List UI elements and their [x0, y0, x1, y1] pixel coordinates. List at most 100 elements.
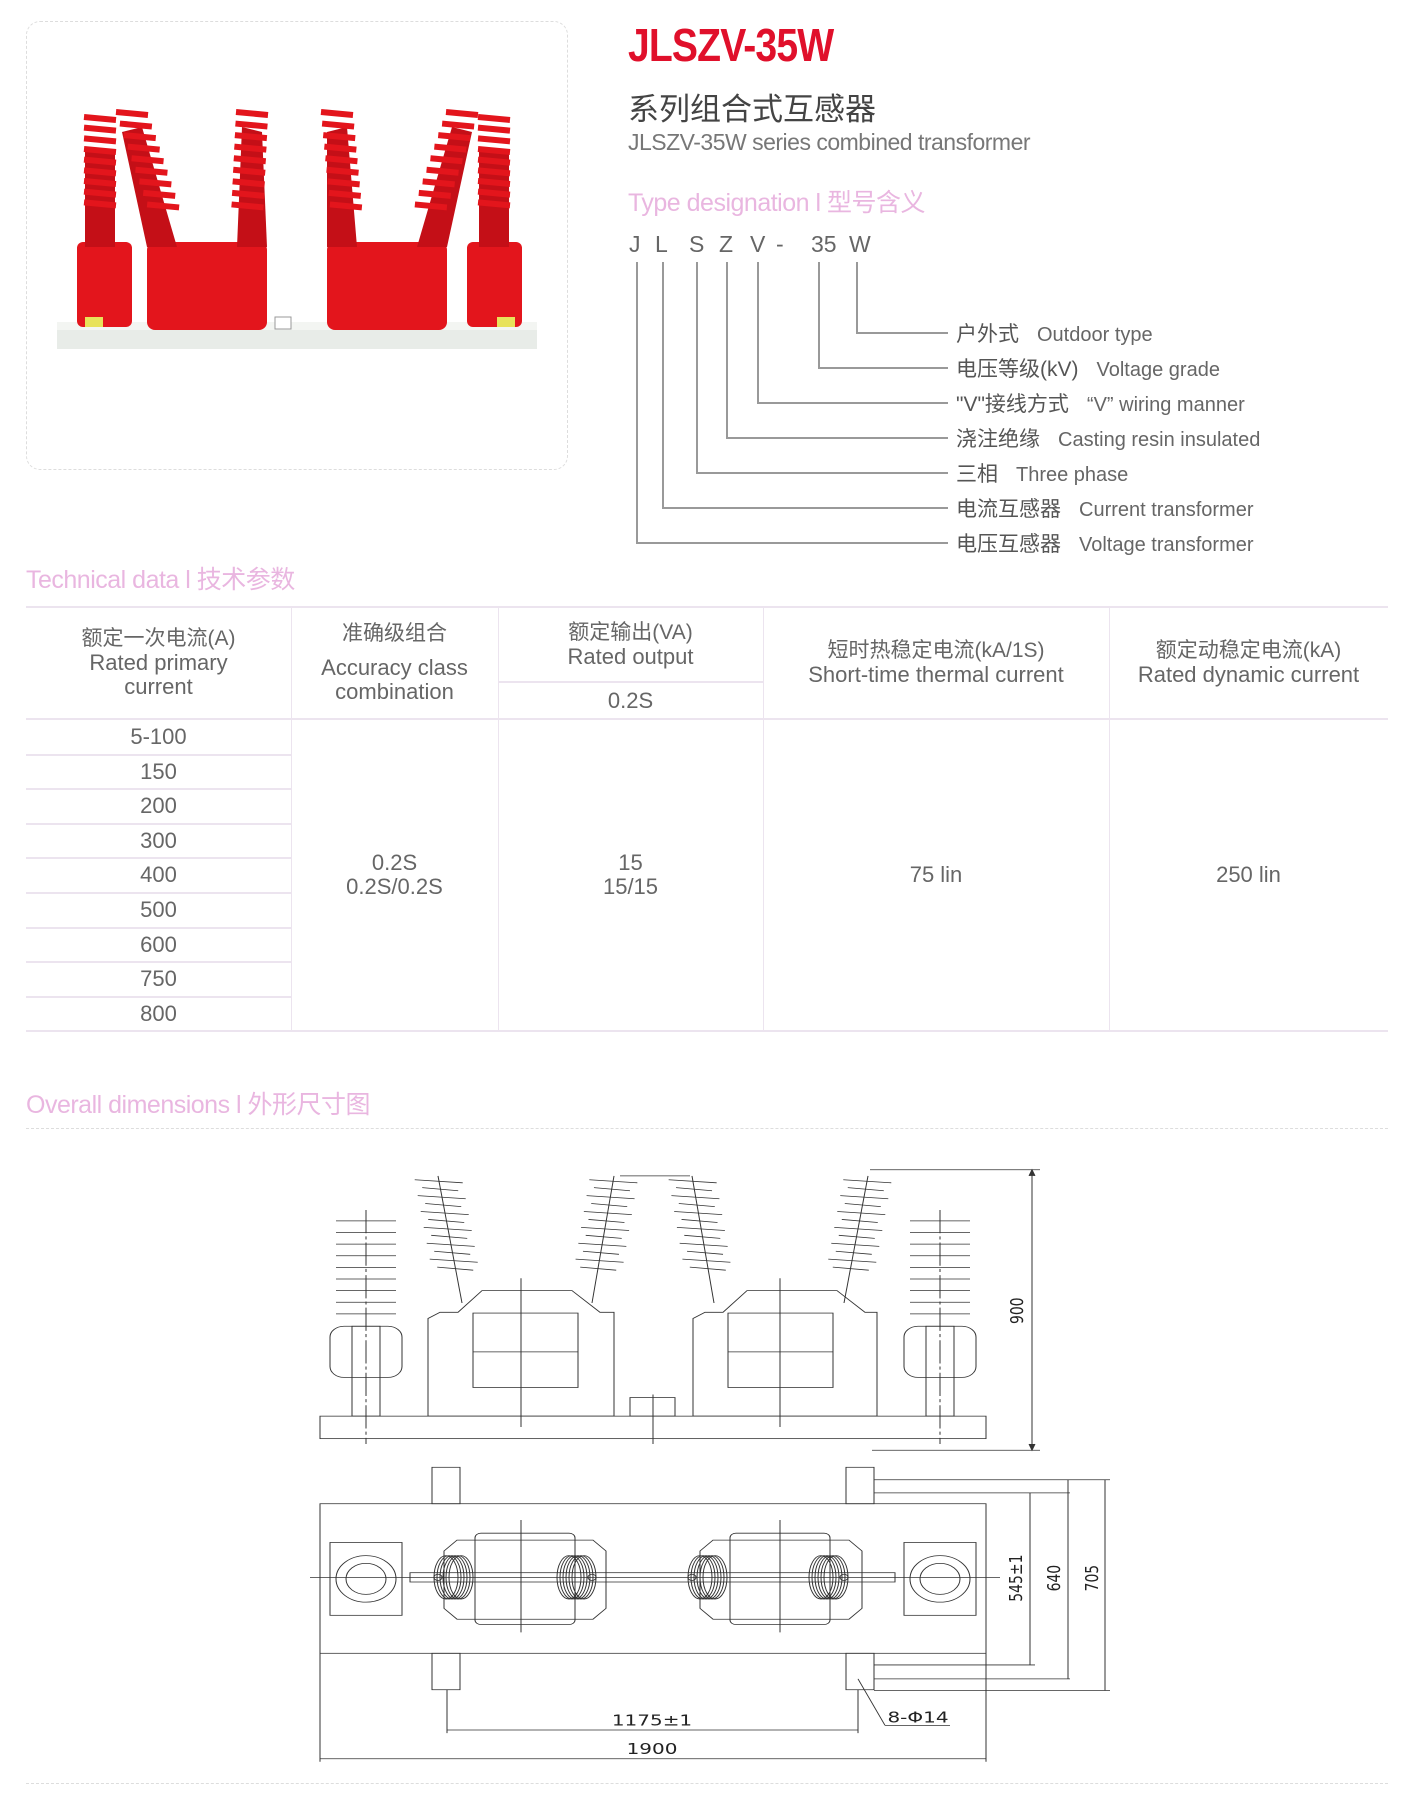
- designation-row: 电压等级(kV) Voltage grade: [956, 353, 1220, 383]
- designation-en: Three phase: [1016, 464, 1129, 486]
- insulator-shed: [676, 1226, 725, 1231]
- bushing-coil: [559, 1555, 585, 1600]
- insulator-shed: [83, 114, 117, 123]
- transformer-photo: [57, 109, 537, 349]
- insulator-shed: [841, 1219, 878, 1223]
- insulator-shed: [83, 146, 117, 155]
- insulator-shed: [83, 124, 117, 134]
- dynamic-cell: 250 lin: [1216, 862, 1281, 887]
- header-output-class: 0.2S: [607, 687, 654, 713]
- insulator-shed: [131, 155, 164, 165]
- insulator-shed: [423, 1226, 472, 1231]
- insulator-shed: [139, 178, 172, 188]
- designation-letter: V: [750, 231, 766, 257]
- insulator-shed: [840, 1195, 889, 1200]
- designation-en: “V” wiring manner: [1086, 394, 1245, 416]
- insulator-shed: [321, 120, 355, 130]
- product-subtitle-cn: 系列组合式互感器: [628, 92, 876, 127]
- output-cell: 15 15/15: [498, 720, 763, 1030]
- insulator-shed: [682, 1258, 731, 1263]
- insulator-shed: [832, 1266, 869, 1271]
- insulator-shed: [426, 1242, 475, 1247]
- bushing-coil: [556, 1555, 582, 1600]
- designation-letter: L: [655, 231, 668, 257]
- leader-line: [818, 262, 820, 367]
- insulator-shed: [674, 1211, 723, 1215]
- designation-en: Current transformer: [1079, 499, 1254, 521]
- insulator-shed: [119, 120, 153, 130]
- insulator-shed: [586, 1195, 635, 1200]
- insulator-shed: [326, 166, 359, 176]
- bushing-axis: [437, 1175, 463, 1304]
- primary-current-cell: 5-100: [130, 724, 187, 749]
- designation-letter: S: [689, 231, 705, 257]
- insulator-shed: [429, 1258, 478, 1263]
- leader-line: [818, 367, 948, 369]
- insulator-shed: [591, 1203, 628, 1208]
- insulator-shed: [135, 166, 168, 176]
- primary-current-cell: 750: [140, 966, 177, 992]
- thermal-cell: 75 lin: [909, 862, 963, 887]
- bushing-coil: [811, 1555, 837, 1600]
- insulator-shed: [325, 155, 358, 165]
- designation-en: Outdoor type: [1037, 324, 1153, 346]
- bushing-coil: [436, 1555, 462, 1600]
- accuracy-value: 0.2S: [371, 850, 418, 875]
- insulator-shed: [231, 201, 264, 211]
- insulator-shed: [437, 132, 471, 142]
- holes-label: 8-Φ14: [887, 1708, 948, 1726]
- insulator-shed: [414, 1179, 463, 1184]
- designation-letter: 35: [811, 231, 837, 257]
- height-dimension-label: 900: [1006, 1297, 1027, 1324]
- dim-545-label: 545±1: [1005, 1555, 1026, 1602]
- bushing-coil: [814, 1555, 840, 1600]
- insulator-shed: [843, 1179, 892, 1184]
- header-accuracy-class: 准确级组合 Accuracy class combination: [291, 608, 498, 718]
- leader-line: [726, 262, 728, 437]
- insulator-shed: [580, 1266, 617, 1271]
- insulator-shed: [835, 1250, 872, 1255]
- insulator-shed: [426, 166, 459, 176]
- insulator-shed: [477, 124, 511, 134]
- bushing-coil: [448, 1555, 474, 1600]
- insulator-shed: [477, 135, 511, 145]
- bushing-coil: [445, 1555, 471, 1600]
- primary-current-cell: 500: [140, 897, 177, 922]
- accuracy-value: 0.2S/0.2S: [346, 874, 443, 899]
- bushing-coil: [562, 1555, 588, 1600]
- insulator-shed: [689, 1266, 726, 1271]
- insulator-shed: [322, 132, 356, 142]
- insulator-shed: [425, 1203, 462, 1208]
- insulator-shed: [837, 1211, 886, 1215]
- designation-cn: 电压等级(kV): [956, 358, 1079, 381]
- leader-line: [636, 542, 948, 544]
- insulator-shed: [477, 114, 511, 123]
- insulator-shed: [686, 1250, 724, 1255]
- type-designation-heading: Type designation l 型号含义: [628, 189, 925, 217]
- header-cn: 短时热稳定电流(kA/1S): [827, 639, 1045, 662]
- leader-line: [856, 332, 948, 334]
- insulator-shed: [445, 109, 479, 118]
- bushing-coil: [820, 1555, 846, 1600]
- leader-line: [726, 437, 948, 439]
- header-en: Rated dynamic current: [1137, 662, 1360, 687]
- bushing-coil: [693, 1555, 719, 1600]
- designation-letter: W: [849, 231, 871, 257]
- designation-row: 三相 Three phase: [956, 458, 1128, 488]
- designation-en: Voltage grade: [1096, 359, 1220, 381]
- insulator-shed: [838, 1234, 875, 1239]
- insulator-shed: [593, 1187, 631, 1192]
- product-title: JLSZV-35W: [628, 19, 834, 71]
- insulator-shed: [828, 1258, 877, 1263]
- insulator-shed: [328, 189, 362, 199]
- insulator-shed: [83, 188, 117, 198]
- insulator-shed: [115, 109, 149, 118]
- bushing-axis: [591, 1175, 615, 1304]
- insulator-shed: [123, 132, 157, 142]
- insulator-shed: [681, 1219, 718, 1223]
- header-en: Rated primary current: [89, 650, 228, 699]
- insulator-shed: [428, 1219, 465, 1223]
- insulator-shed: [679, 1242, 728, 1247]
- header-cn: 额定动稳定电流(kA): [1155, 639, 1342, 662]
- designation-cn: 三相: [956, 463, 998, 486]
